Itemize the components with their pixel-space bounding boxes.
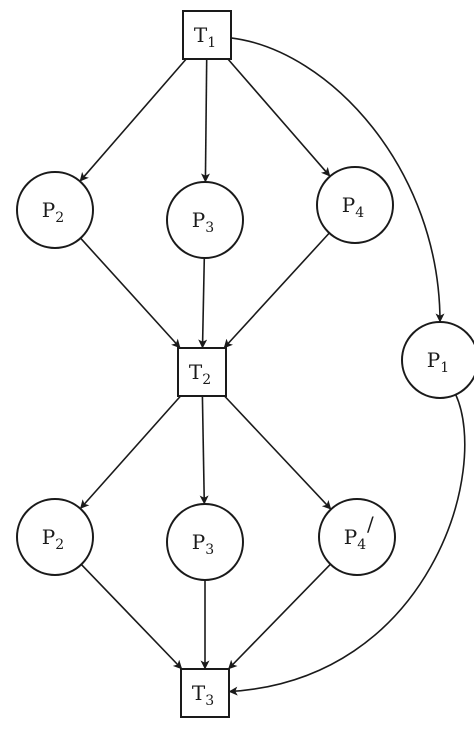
node-label-subscript: 3 <box>205 220 214 236</box>
transition-box <box>182 10 232 60</box>
node-label-subscript: 1 <box>207 35 216 51</box>
arc-p4a-to-t2 <box>223 232 330 349</box>
node-label-base: P <box>427 348 440 372</box>
place-circle <box>166 503 244 581</box>
arc-t1-to-p2a <box>79 58 187 182</box>
place-p1: P1 <box>401 321 474 399</box>
place-p2b: P2 <box>16 498 94 576</box>
node-label: P2 <box>42 525 64 553</box>
place-p4a: P4 <box>316 166 394 244</box>
place-circle <box>318 498 396 576</box>
arc-t1-to-p1 <box>230 37 445 323</box>
node-label-base: P <box>342 193 355 217</box>
place-p4b: P4/ <box>318 498 396 576</box>
place-circle <box>401 321 474 399</box>
node-label-base: T <box>192 681 206 705</box>
place-p3b: P3 <box>166 503 244 581</box>
place-circle <box>166 181 244 259</box>
node-label-prime: / <box>367 512 374 536</box>
node-label-subscript: 2 <box>55 210 64 226</box>
arc-p2b-to-t3 <box>80 563 183 670</box>
transition-t3: T3 <box>180 668 230 718</box>
node-label-base: P <box>42 198 55 222</box>
node-label: P2 <box>42 198 64 226</box>
arc-t1-to-p3a <box>200 58 210 183</box>
transition-box <box>180 668 230 718</box>
place-p2a: P2 <box>16 171 94 249</box>
transition-box <box>177 347 227 397</box>
node-label: P3 <box>192 208 214 236</box>
node-label-base: P <box>344 525 357 549</box>
arc-t2-to-p2b <box>79 395 182 510</box>
arc-t1-to-p4a <box>227 58 331 177</box>
node-label: P4 <box>342 193 364 221</box>
place-circle <box>16 171 94 249</box>
place-p3a: P3 <box>166 181 244 259</box>
node-label: T1 <box>194 23 216 51</box>
node-label-subscript: 1 <box>440 360 449 376</box>
node-label-subscript: 3 <box>205 542 214 558</box>
node-label-subscript: 4 <box>355 205 364 221</box>
arc-p4b-to-t3 <box>227 563 332 670</box>
arc-p1-to-t3 <box>228 394 466 696</box>
arc-p2a-to-t2 <box>79 237 181 349</box>
node-label-base: P <box>192 530 205 554</box>
arc-t2-to-p4b <box>223 395 332 510</box>
node-label: P1 <box>427 348 449 376</box>
place-circle <box>316 166 394 244</box>
node-label-base: T <box>189 360 203 384</box>
node-label-base: T <box>194 23 208 47</box>
arc-t2-to-p3b <box>199 395 209 505</box>
edges-layer <box>79 37 466 696</box>
node-label: P4 <box>344 525 366 553</box>
node-label: T2 <box>189 360 211 388</box>
arc-p3a-to-t2 <box>198 257 208 349</box>
place-circle <box>16 498 94 576</box>
node-label-base: P <box>42 525 55 549</box>
node-label-base: P <box>192 208 205 232</box>
node-label-subscript: 3 <box>205 693 214 709</box>
node-label-subscript: 4 <box>357 537 366 553</box>
node-label-subscript: 2 <box>202 372 211 388</box>
node-label-subscript: 2 <box>55 537 64 553</box>
node-label: P3 <box>192 530 214 558</box>
transition-t1: T1 <box>182 10 232 60</box>
transition-t2: T2 <box>177 347 227 397</box>
node-label: T3 <box>192 681 214 709</box>
